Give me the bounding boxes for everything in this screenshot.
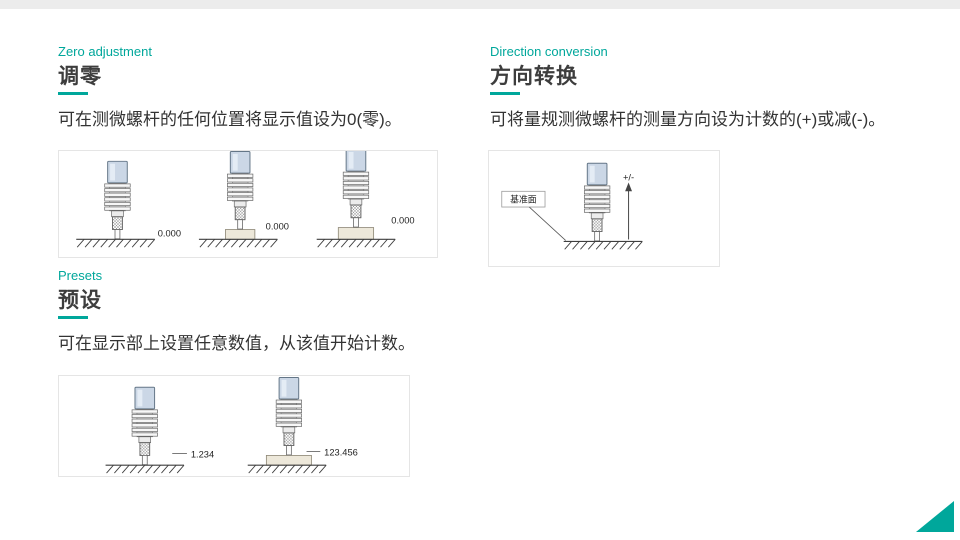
- ground-hatch-icon: [563, 240, 643, 250]
- section-direction-conversion: Direction conversion 方向转换 可将量规测微螺杆的测量方向设…: [490, 44, 952, 131]
- zero-title-underline: [58, 92, 88, 95]
- direction-label-en: Direction conversion: [490, 44, 608, 59]
- zero-title: 调零: [58, 65, 102, 88]
- workpiece-block-icon: [225, 229, 256, 240]
- zero-value-3: 0.000: [391, 216, 414, 226]
- ground-hatch-icon: [316, 238, 396, 248]
- micrometer-icon: [583, 162, 611, 242]
- zero-value-1: 0.000: [158, 228, 181, 238]
- preset-title: 预设: [58, 289, 102, 312]
- zero-label-en: Zero adjustment: [58, 44, 152, 59]
- ground-hatch-icon: [75, 238, 156, 248]
- workpiece-block-icon: [265, 455, 312, 466]
- direction-body: 可将量规测微螺杆的测量方向设为计数的(+)或减(-)。: [490, 110, 886, 129]
- corner-accent-triangle: [916, 501, 954, 532]
- sign-label: +/-: [623, 172, 634, 182]
- micrometer-icon: [104, 160, 131, 240]
- ground-hatch-icon: [198, 238, 279, 248]
- preset-title-underline: [58, 316, 88, 319]
- direction-title-underline: [490, 92, 520, 95]
- zero-body: 可在测微螺杆的任何位置将显示值设为0(零)。: [58, 110, 402, 129]
- up-arrowhead-icon: [625, 182, 633, 192]
- preset-figure-illustration: 1.234 123.456: [104, 376, 358, 474]
- zero-value-2: 0.000: [266, 222, 289, 232]
- preset-body: 可在显示部上设置任意数值，从该值开始计数。: [58, 334, 415, 353]
- datum-leader-line: [529, 206, 566, 241]
- preset-figure: 1.234 123.456: [58, 375, 410, 477]
- section-zero-adjustment: Zero adjustment 调零 可在测微螺杆的任何位置将显示值设为0(零)…: [58, 44, 468, 131]
- datum-label-box: [501, 190, 546, 208]
- top-strip: [0, 0, 960, 9]
- micrometer-icon: [275, 376, 303, 456]
- preset-value-1: 1.234: [191, 449, 214, 459]
- micrometer-icon: [131, 386, 159, 466]
- section-presets: Presets 预设 可在显示部上设置任意数值，从该值开始计数。: [58, 268, 478, 355]
- datum-label: 基准面: [510, 194, 537, 205]
- workpiece-block-icon: [337, 227, 375, 240]
- zero-figure: 0.000 0.000 0.000: [58, 150, 438, 258]
- direction-title: 方向转换: [490, 65, 578, 88]
- direction-figure-illustration: 基准面 +/-: [501, 162, 643, 250]
- direction-figure: 基准面 +/-: [488, 150, 720, 267]
- micrometer-icon: [226, 151, 254, 230]
- preset-label-en: Presets: [58, 268, 103, 283]
- preset-value-2: 123.456: [324, 447, 358, 457]
- micrometer-icon: [342, 151, 370, 228]
- ground-hatch-icon: [247, 464, 327, 474]
- zero-figure-illustration: 0.000 0.000 0.000: [75, 151, 415, 248]
- ground-hatch-icon: [104, 464, 185, 474]
